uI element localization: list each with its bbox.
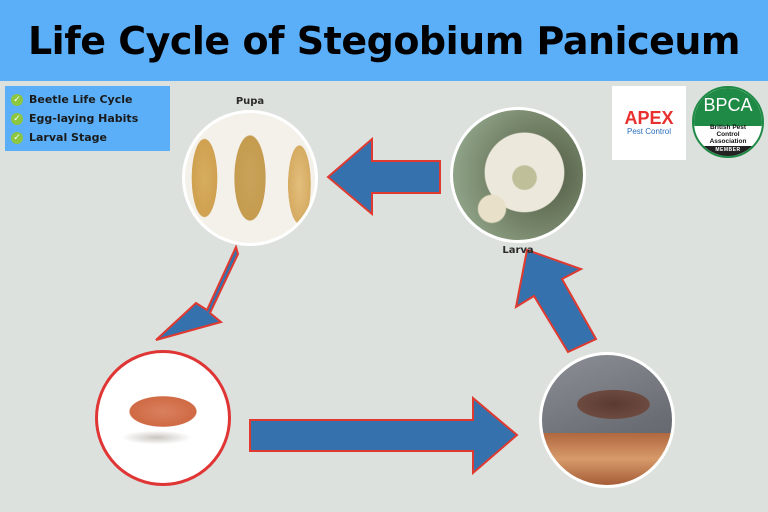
bpca-member-badge: BPCA British Pest Control Association ME… [692,86,764,158]
checklist-item-label: Larval Stage [29,131,107,144]
checklist-item: ✓ Beetle Life Cycle [11,90,164,109]
stage-larva-image [450,107,586,243]
bpca-logo-name: BPCA [694,88,762,126]
bpca-logo-text: British Pest Control Association [694,124,762,145]
check-circle-icon: ✓ [11,131,23,144]
check-circle-icon: ✓ [11,93,23,106]
bpca-line-3: Association [709,138,747,145]
bpca-member-label: MEMBER [694,146,762,156]
arrow-larva-to-pupa [326,136,441,217]
stage-egg-image [95,350,231,486]
arrow-adult-to-larva [514,248,598,354]
arrow-pupa-to-egg [155,244,240,341]
apex-logo-name: APEX [624,108,674,128]
apex-logo-subtitle: Pest Control [626,127,672,136]
stage-label-larva: Larva [502,245,534,256]
checklist-item-label: Egg-laying Habits [29,112,139,125]
checklist-item: ✓ Egg-laying Habits [11,109,164,128]
arrow-egg-to-adult [249,395,519,476]
stage-adult-image [539,352,675,488]
feature-checklist: ✓ Beetle Life Cycle ✓ Egg-laying Habits … [5,86,170,151]
stage-label-pupa: Pupa [235,96,265,107]
bpca-line-1: British Pest [709,124,747,131]
bpca-line-2: Control [716,131,740,138]
title-banner: Life Cycle of Stegobium Paniceum [0,0,768,81]
page-title: Life Cycle of Stegobium Paniceum [27,18,741,63]
apex-pest-control-logo: APEX Pest Control [612,86,686,160]
stage-pupa-image [182,110,318,246]
checklist-item: ✓ Larval Stage [11,128,164,147]
checklist-item-label: Beetle Life Cycle [29,93,133,106]
check-circle-icon: ✓ [11,112,23,125]
